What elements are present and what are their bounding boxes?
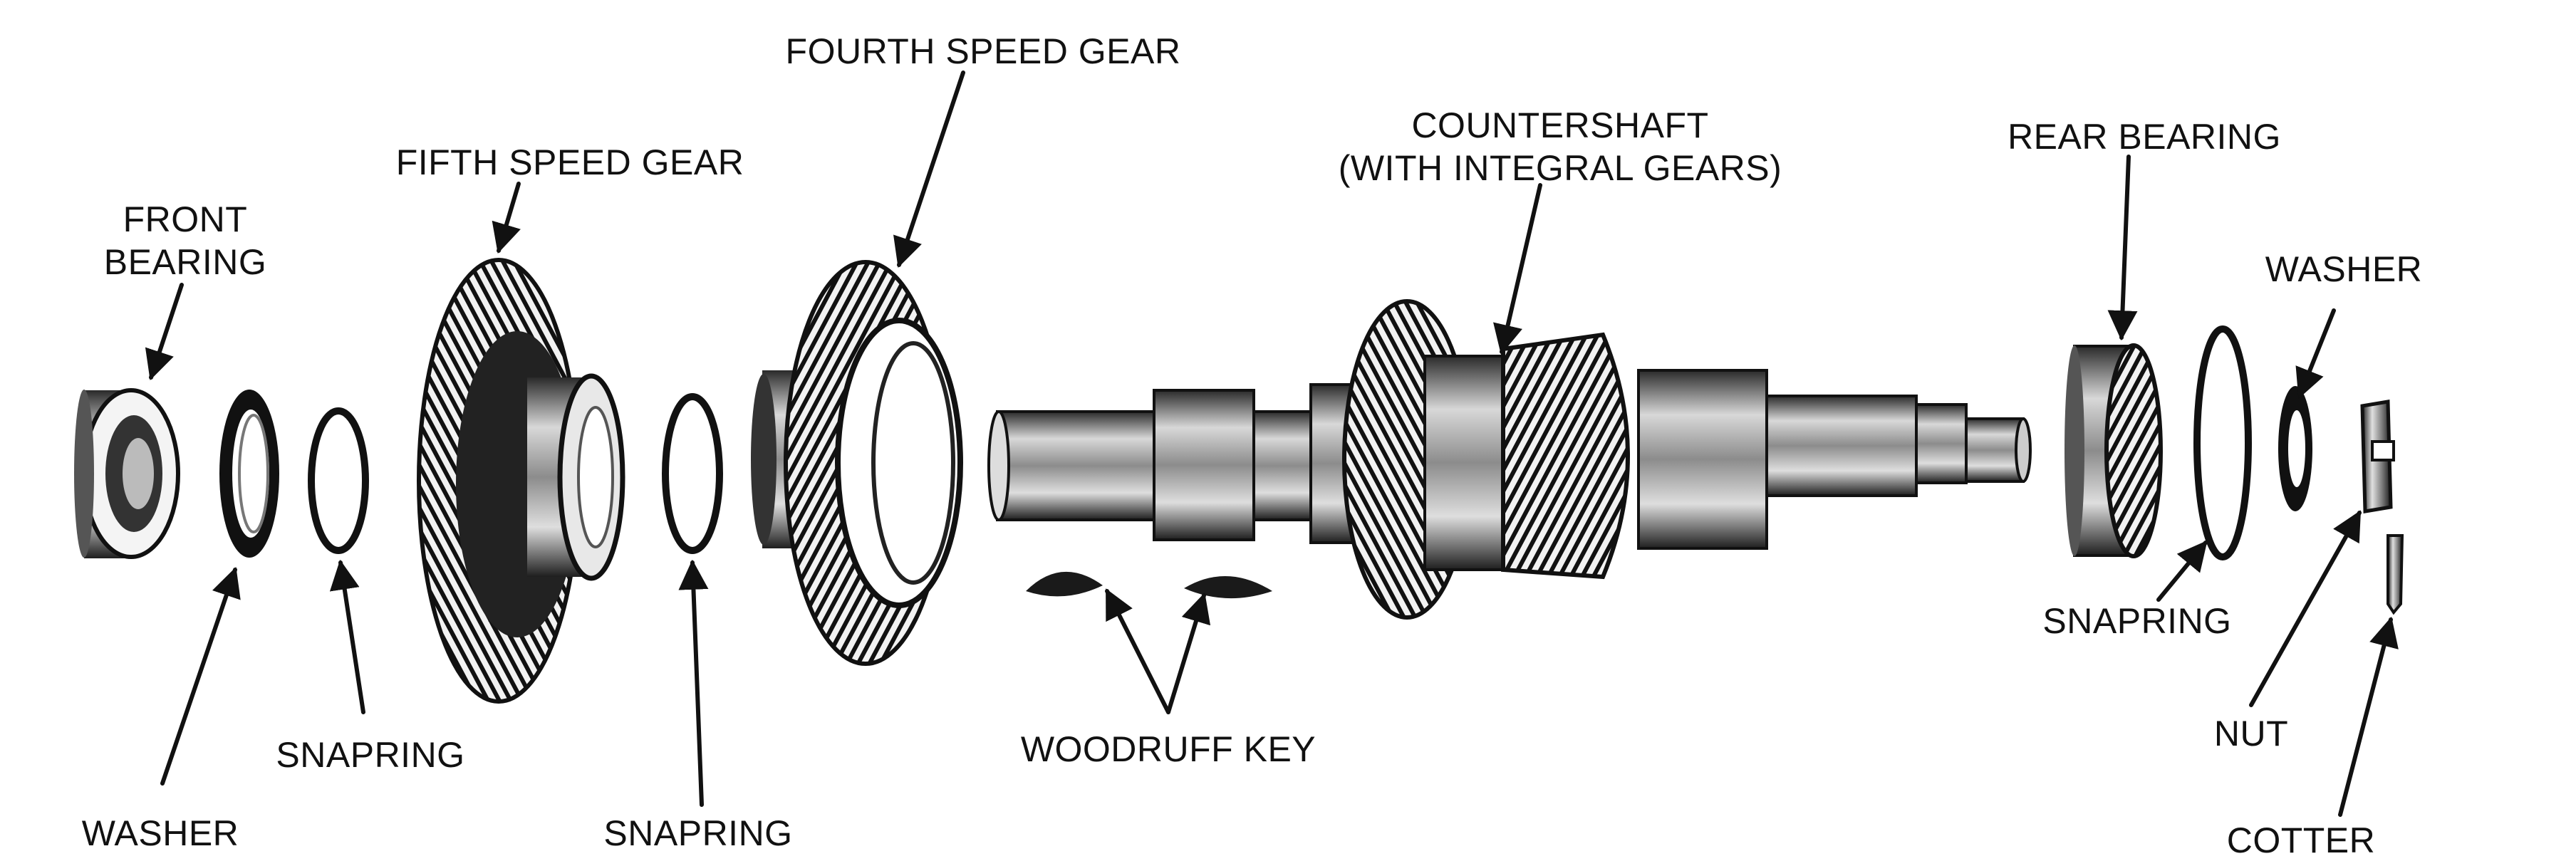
label-countershaft: COUNTERSHAFT (WITH INTEGRAL GEARS) bbox=[1325, 104, 1795, 189]
label-snapring-2: SNAPRING bbox=[603, 813, 793, 853]
front-washer bbox=[219, 390, 279, 558]
label-washer-rear: WASHER bbox=[2265, 249, 2423, 289]
cotter-pin bbox=[2387, 534, 2404, 615]
snapring-2 bbox=[662, 393, 723, 554]
snapring-1 bbox=[308, 407, 369, 554]
fifth-speed-gear bbox=[417, 258, 625, 704]
label-fourth-speed-gear: FOURTH SPEED GEAR bbox=[785, 31, 1181, 71]
rear-bearing bbox=[2065, 343, 2163, 558]
fourth-speed-gear bbox=[751, 260, 963, 666]
label-nut: NUT bbox=[2213, 714, 2289, 753]
rear-washer bbox=[2278, 386, 2312, 511]
label-woodruff-key: WOODRUFF KEY bbox=[1020, 729, 1316, 769]
front-bearing bbox=[74, 388, 180, 559]
label-front-bearing-line-1: FRONT bbox=[123, 199, 248, 239]
label-snapring-rear: SNAPRING bbox=[2042, 601, 2232, 641]
nut bbox=[2360, 400, 2395, 513]
label-snapring-1: SNAPRING bbox=[276, 735, 465, 775]
leader-arrows bbox=[145, 71, 2399, 817]
label-rear-bearing: REAR BEARING bbox=[2008, 117, 2281, 157]
rear-snapring bbox=[2193, 325, 2252, 560]
label-front-bearing: FRONT BEARING bbox=[85, 198, 285, 283]
woodruff-keys bbox=[1026, 571, 1272, 599]
label-washer-front: WASHER bbox=[81, 813, 239, 853]
label-countershaft-line-2: (WITH INTEGRAL GEARS) bbox=[1338, 148, 1782, 188]
label-cotter: COTTER bbox=[2226, 820, 2376, 860]
countershaft bbox=[987, 299, 2032, 620]
label-fifth-speed-gear: FIFTH SPEED GEAR bbox=[395, 142, 744, 182]
label-front-bearing-line-2: BEARING bbox=[103, 242, 267, 282]
label-countershaft-line-1: COUNTERSHAFT bbox=[1411, 105, 1709, 145]
